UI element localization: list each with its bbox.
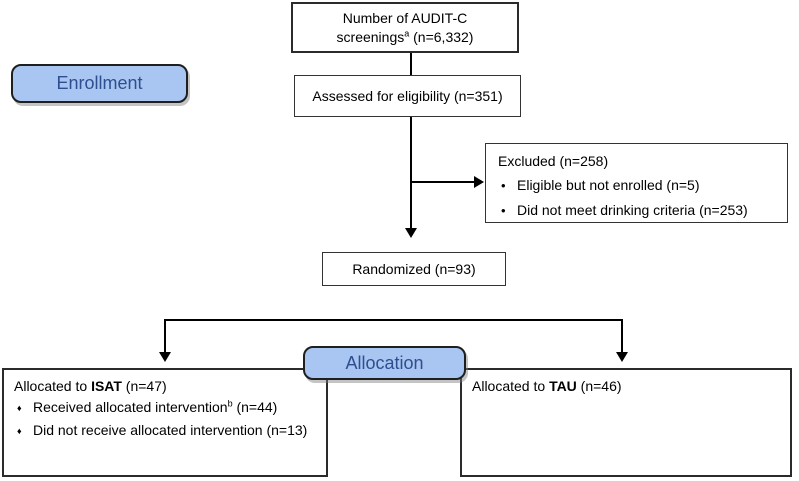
- isat-arm-name: ISAT: [91, 378, 122, 394]
- bullet-icon: •: [501, 203, 506, 218]
- branch-left-line: [164, 319, 166, 353]
- screenings-line2: screeningsa (n=6,332): [336, 27, 474, 45]
- bullet-icon: •: [501, 178, 506, 193]
- screenings-line1: Number of AUDIT-C: [342, 9, 468, 26]
- screenings-box: Number of AUDIT-C screeningsa (n=6,332): [291, 2, 519, 53]
- isat-bullet-1: ♦ Received allocated interventionb (n=44…: [14, 397, 320, 420]
- arrowhead-down-isat-icon: [159, 352, 171, 362]
- isat-bullet-2: ♦ Did not receive allocated intervention…: [14, 420, 320, 443]
- branch-right-line: [621, 319, 623, 353]
- branch-line: [164, 319, 623, 321]
- excluded-bullet-2: • Did not meet drinking criteria (n=253): [498, 198, 781, 223]
- tau-box: Allocated to TAU (n=46): [460, 368, 792, 477]
- footnote-a: a: [404, 27, 410, 38]
- excluded-title: Excluded (n=258): [498, 153, 609, 169]
- excluded-bullet-1: • Eligible but not enrolled (n=5): [498, 173, 781, 198]
- connector-screenings-assessed: [410, 53, 412, 75]
- connector-assessed-randomized: [410, 117, 412, 229]
- enrollment-label: Enrollment: [11, 64, 188, 103]
- connector-excluded: [411, 181, 475, 183]
- randomized-box: Randomized (n=93): [322, 252, 506, 286]
- arrowhead-down-tau-icon: [616, 352, 628, 362]
- excluded-box: Excluded (n=258) • Eligible but not enro…: [485, 143, 788, 223]
- arrowhead-right-excluded-icon: [474, 176, 484, 188]
- isat-title: Allocated to ISAT (n=47): [14, 378, 167, 394]
- assessed-text: Assessed for eligibility (n=351): [312, 87, 503, 104]
- diamond-bullet-icon: ♦: [17, 426, 22, 436]
- tau-title: Allocated to TAU (n=46): [472, 378, 622, 394]
- footnote-b: b: [227, 398, 233, 409]
- isat-box: Allocated to ISAT (n=47) ♦ Received allo…: [2, 368, 328, 477]
- assessed-box: Assessed for eligibility (n=351): [294, 75, 521, 117]
- allocation-label: Allocation: [303, 346, 466, 380]
- arrowhead-down-randomized-icon: [405, 228, 417, 238]
- tau-arm-name: TAU: [549, 378, 577, 394]
- randomized-text: Randomized (n=93): [352, 260, 476, 277]
- diamond-bullet-icon: ♦: [17, 403, 22, 413]
